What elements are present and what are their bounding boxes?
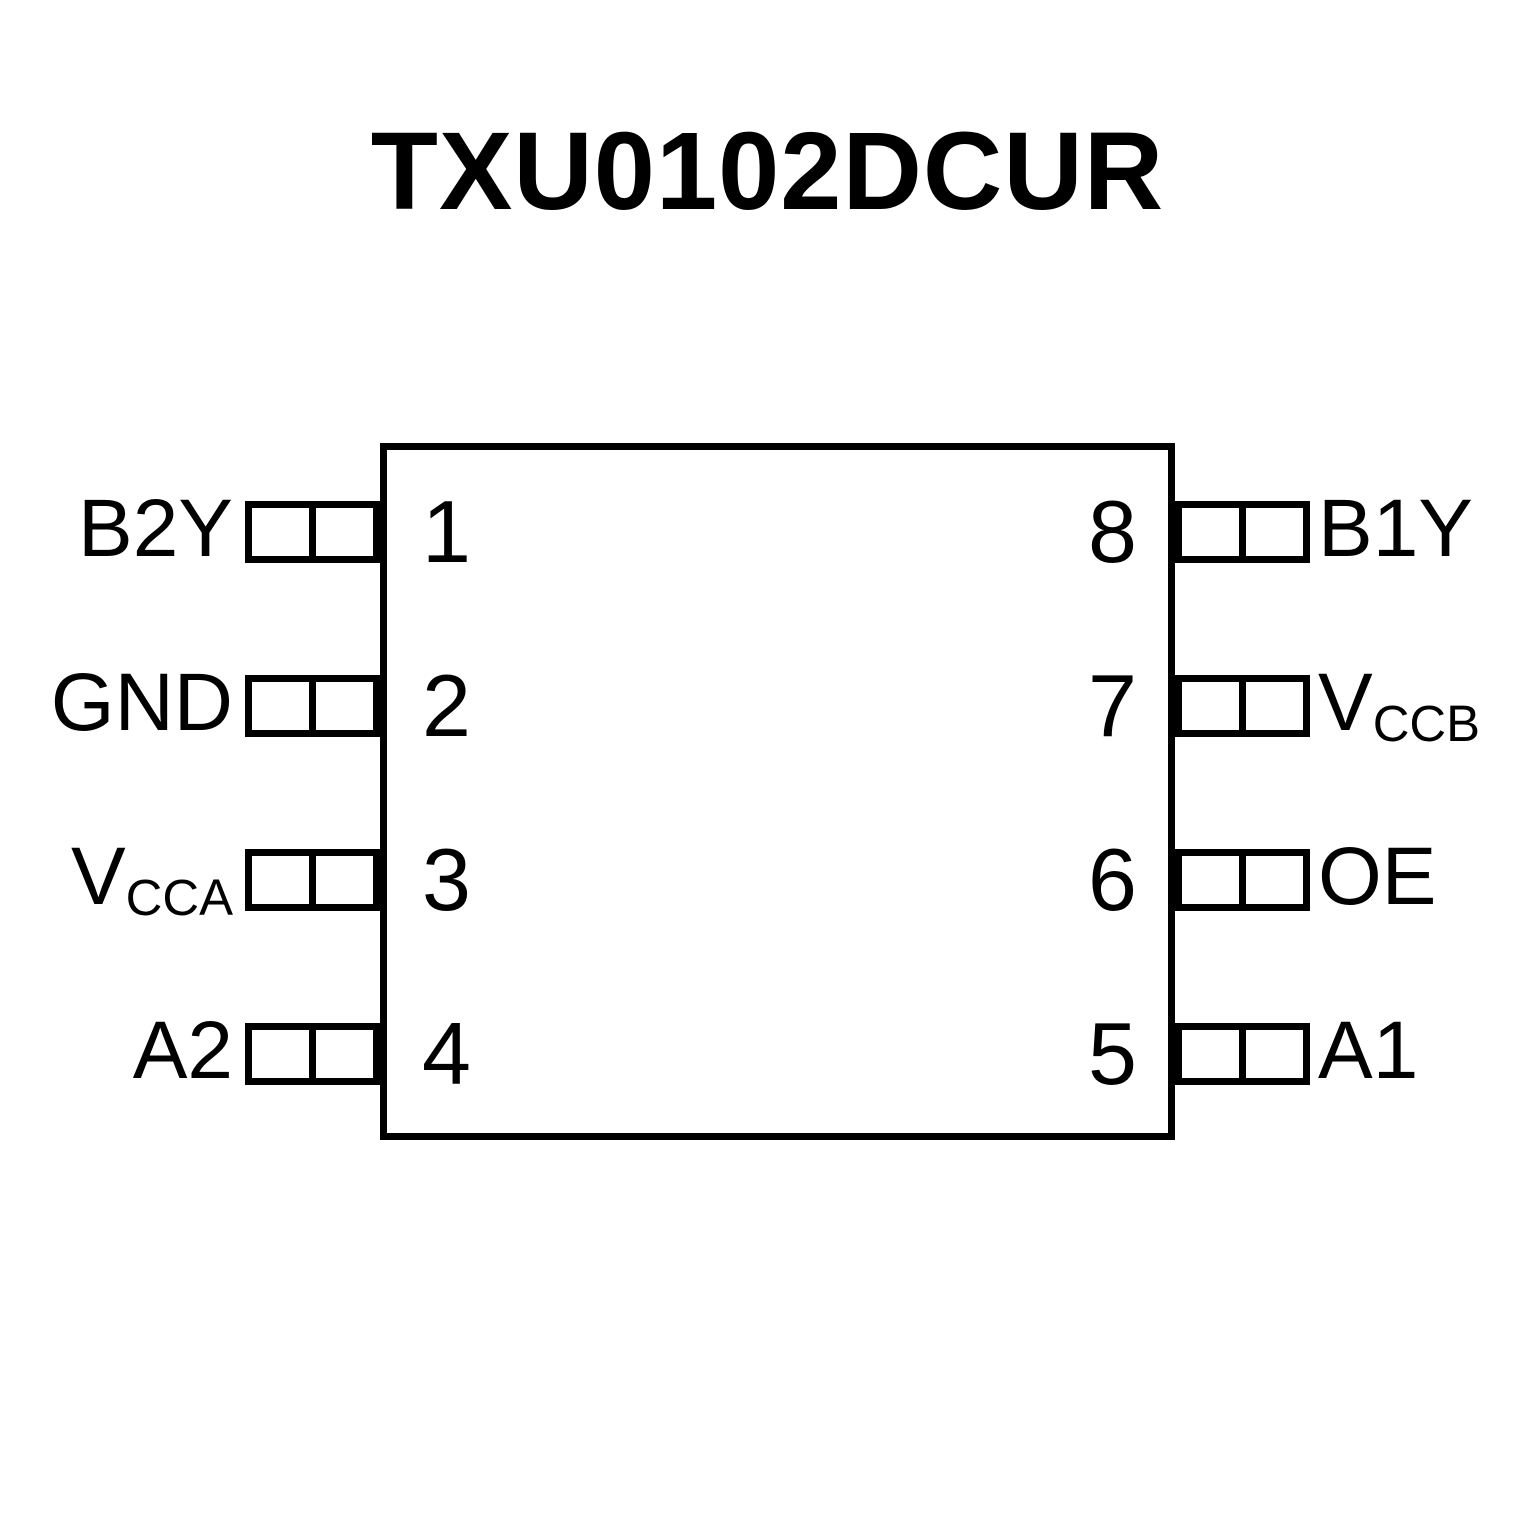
pin-pad-icon	[245, 675, 316, 737]
pin-pad-icon	[1239, 1023, 1310, 1085]
pin-pad-icon	[245, 849, 316, 911]
pin-number-1: 1	[422, 482, 471, 581]
pin-number-5: 5	[1088, 1004, 1137, 1103]
pin-pad-icon	[1239, 675, 1310, 737]
pin-label-text: B2Y	[78, 482, 233, 574]
pin-label-text: A2	[132, 1004, 233, 1096]
pin-label-text: V	[70, 830, 126, 922]
pin-label-a2: A2	[133, 1009, 233, 1098]
pin-row-8: B1Y	[1175, 472, 1535, 592]
pin-label-text: A1	[1318, 1004, 1419, 1096]
pin-number-7: 7	[1088, 656, 1137, 755]
pin-pad-icon	[309, 1023, 380, 1085]
pin-label-vccb: VCCB	[1318, 661, 1481, 753]
pin-pad-icon	[1175, 501, 1246, 563]
pin-pad-icon	[1239, 501, 1310, 563]
pin-row-3: VCCA	[0, 820, 380, 940]
pin-number-6: 6	[1088, 830, 1137, 929]
pin-row-4: A2	[0, 994, 380, 1114]
pin-number-2: 2	[422, 656, 471, 755]
pin-label-oe: OE	[1318, 835, 1436, 924]
pin-pad-icon	[1175, 1023, 1246, 1085]
pin-pad-icon	[245, 1023, 316, 1085]
pin-number-3: 3	[422, 830, 471, 929]
pin-label-gnd: GND	[51, 661, 233, 750]
pin-pad-icon	[309, 675, 380, 737]
pin-pad-icon	[245, 501, 316, 563]
pin-label-subscript: CCA	[125, 869, 233, 927]
pin-number-8: 8	[1088, 482, 1137, 581]
pin-label-subscript: CCB	[1372, 695, 1481, 753]
pin-row-7: VCCB	[1175, 646, 1535, 766]
pin-pad-icon	[309, 501, 380, 563]
pin-label-text: GND	[50, 656, 233, 748]
chip-title: TXU0102DCUR	[370, 110, 1165, 233]
pin-number-4: 4	[422, 1004, 471, 1103]
pin-label-text: V	[1318, 656, 1373, 748]
pin-pad-icon	[309, 849, 380, 911]
pin-row-1: B2Y	[0, 472, 380, 592]
pin-row-5: A1	[1175, 994, 1535, 1114]
pin-pad-icon	[1175, 675, 1246, 737]
pin-label-text: OE	[1318, 830, 1437, 922]
pin-pad-icon	[1239, 849, 1310, 911]
pin-label-a1: A1	[1318, 1009, 1418, 1098]
pin-pad-icon	[1175, 849, 1246, 911]
pin-label-vcca: VCCA	[71, 835, 233, 927]
pin-row-2: GND	[0, 646, 380, 766]
pin-label-b1y: B1Y	[1318, 487, 1473, 576]
chip-body	[380, 443, 1175, 1140]
pin-row-6: OE	[1175, 820, 1535, 940]
pin-label-text: B1Y	[1318, 482, 1473, 574]
pin-label-b2y: B2Y	[78, 487, 233, 576]
